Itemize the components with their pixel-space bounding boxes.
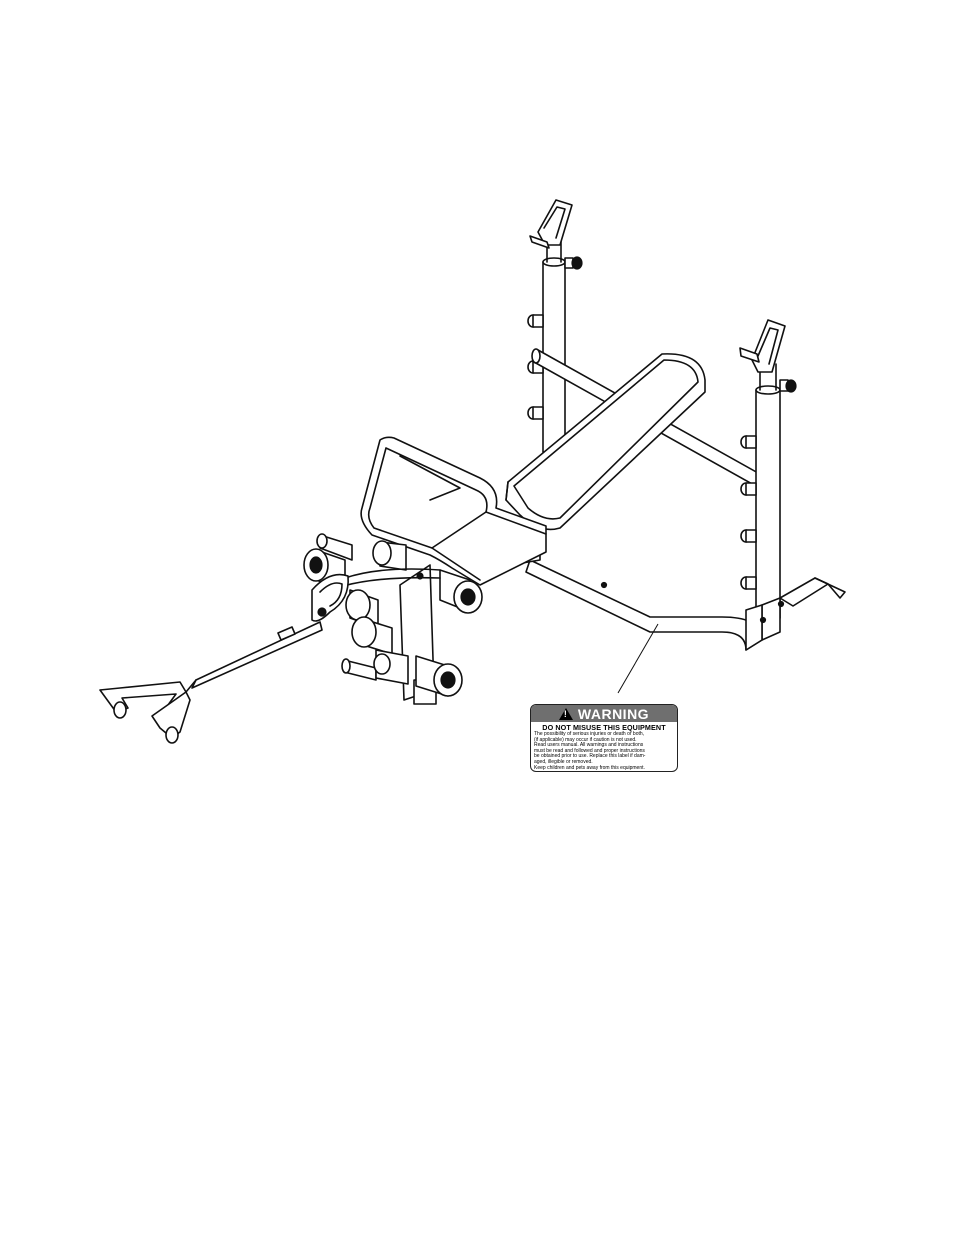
leg-developer — [303, 533, 483, 705]
middle-roller-pads — [345, 589, 393, 655]
warning-line: Read users manual. All warnings and inst… — [534, 742, 644, 749]
cable-handle — [99, 621, 323, 744]
lat-arm — [311, 568, 441, 622]
warning-line: The possibility of serious injuries or d… — [534, 731, 645, 737]
warning-line: (if applicable) may occur if caution is … — [534, 736, 637, 743]
right-adjust-knob — [779, 379, 797, 393]
warning-triangle-icon: ! — [558, 707, 573, 720]
warning-line: aged, illegible or removed. — [534, 758, 593, 765]
warning-body: The possibility of serious injuries or d… — [531, 731, 677, 771]
warning-line: Keep children and pets away from this eq… — [534, 764, 645, 771]
warning-subtitle: DO NOT MISUSE THIS EQUIPMENT — [542, 723, 666, 732]
right-post-pegs — [740, 435, 757, 590]
warning-line: be obtained prior to use. Replace this l… — [534, 753, 646, 760]
lower-roller-pads — [341, 649, 463, 697]
right-upright-post — [739, 319, 797, 619]
left-adjust-knob — [564, 256, 583, 270]
warning-title: WARNING — [577, 705, 650, 722]
left-post-pegs — [527, 314, 544, 420]
warning-header: ! WARNING — [531, 705, 677, 722]
base-frame — [525, 559, 846, 651]
warning-line: must be read and followed and proper ins… — [534, 747, 645, 754]
callout-leader-line — [617, 623, 659, 694]
warning-label: ! WARNING DO NOT MISUSE THIS EQUIPMENT T… — [530, 704, 678, 772]
left-upright-post — [527, 199, 583, 453]
seat-pad — [360, 436, 547, 586]
